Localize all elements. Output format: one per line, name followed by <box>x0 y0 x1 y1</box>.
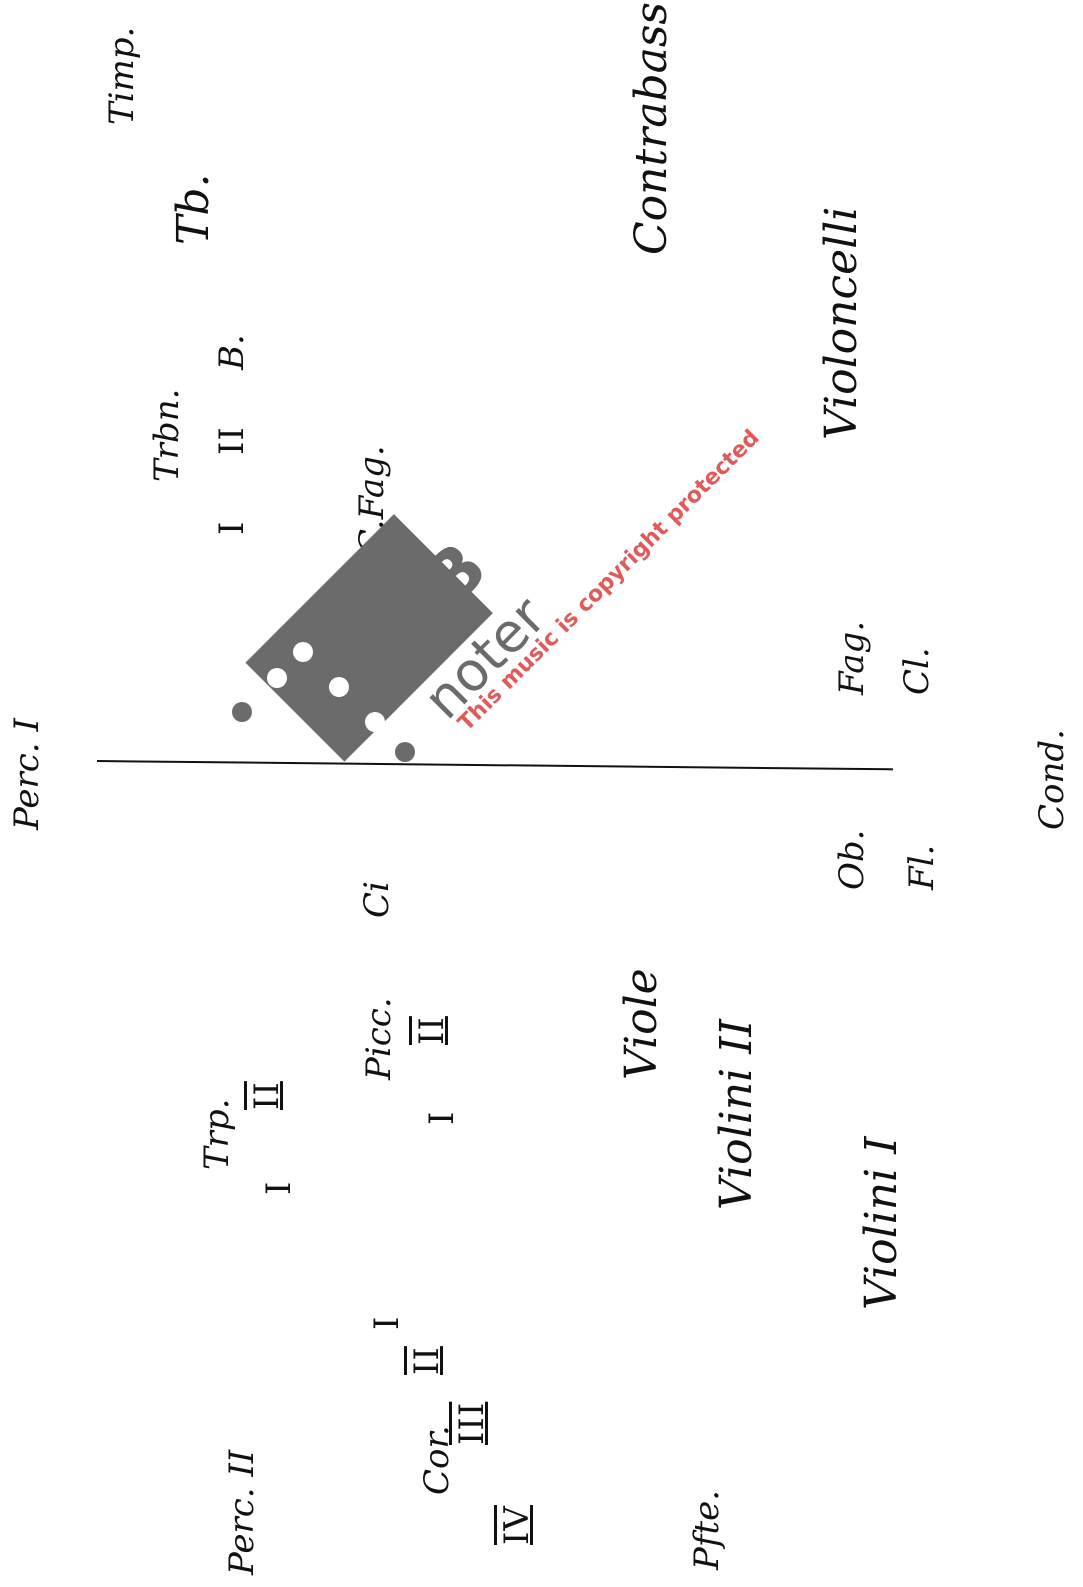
label-trombones: Trbn. <box>147 388 187 482</box>
logo-dot <box>365 712 385 732</box>
label-violini-ii: Violini II <box>711 1019 762 1210</box>
nb-noter-logo <box>232 514 493 762</box>
label-timpani: Timp. <box>102 26 142 125</box>
logo-dot <box>395 742 415 762</box>
label-piccolo-i: I <box>422 1110 462 1125</box>
logo-dot <box>232 702 252 722</box>
label-trumpet-i: I <box>259 1180 299 1195</box>
label-percussion-ii: Perc. II <box>222 1449 262 1575</box>
label-piccolo: Picc. <box>359 997 399 1080</box>
label-horn-ii: II <box>407 1346 447 1375</box>
label-piccolo-ii: II <box>412 1016 452 1045</box>
label-tuba: Tb. <box>168 173 219 246</box>
label-viole: Viole <box>616 968 667 1080</box>
logo-dot <box>267 668 287 688</box>
label-bass-trombone: B. <box>212 334 252 370</box>
label-trumpet-ii: II <box>247 1081 287 1110</box>
label-violoncelli: Violoncelli <box>816 206 867 440</box>
logo-dot <box>293 642 313 662</box>
label-horns-ci: Ci <box>357 881 397 918</box>
label-horns-cor: Cor. <box>417 1425 457 1495</box>
logo-dot <box>329 677 349 697</box>
label-horn-i: I <box>367 1315 407 1330</box>
label-percussion-i: Perc. I <box>7 718 47 830</box>
label-bassoon: Fag. <box>832 620 872 695</box>
label-flute: Fl. <box>902 844 942 890</box>
logo-block <box>245 514 493 762</box>
label-contrabassi: Contrabassi <box>626 0 677 255</box>
label-clarinet: Cl. <box>897 647 937 695</box>
label-oboe: Ob. <box>832 829 872 890</box>
label-horn-iii: III <box>452 1401 492 1445</box>
label-trumpets: Trp. <box>197 1098 237 1170</box>
label-pianoforte: Pfte. <box>687 1489 727 1570</box>
label-conductor: Cond. <box>1032 729 1072 830</box>
label-violini-i: Violini I <box>856 1136 907 1311</box>
label-horn-iv: IV <box>497 1505 537 1545</box>
